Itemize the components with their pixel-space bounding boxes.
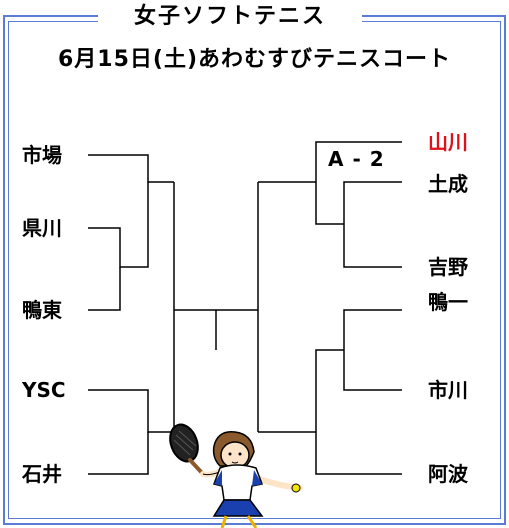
page-title: 女子ソフトテニス	[133, 4, 326, 29]
tennis-ball-icon	[291, 483, 301, 493]
team-right-6: 阿波	[428, 462, 468, 486]
team-left-3: 鴨東	[22, 298, 62, 322]
team-right-4: 鴨一	[428, 290, 468, 314]
team-left-2: 県川	[22, 216, 62, 240]
event-date-venue: 6月15日(土)あわむすびテニスコート	[57, 47, 452, 72]
team-left-5: 石井	[22, 462, 62, 486]
team-right-1-winner: 山川	[428, 130, 468, 154]
face-icon	[220, 441, 250, 469]
score-label: A - 2	[328, 147, 385, 171]
line-right-2	[343, 181, 402, 268]
team-left-1: 市場	[22, 143, 62, 167]
team-right-2: 土成	[428, 172, 468, 196]
team-left-4: YSC	[22, 378, 66, 402]
line-left-5	[88, 432, 149, 475]
team-right-5: 市川	[428, 378, 468, 402]
shirt-icon	[213, 464, 264, 501]
line-right-1	[315, 141, 402, 225]
line-right-6	[315, 349, 402, 475]
line-left-3	[88, 267, 121, 311]
line-left-1	[88, 154, 174, 183]
title-backdrop	[98, 0, 362, 34]
team-right-3: 吉野	[428, 255, 468, 279]
racket-icon	[169, 423, 205, 476]
line-left-4	[88, 389, 174, 433]
skirt-icon	[212, 499, 264, 517]
